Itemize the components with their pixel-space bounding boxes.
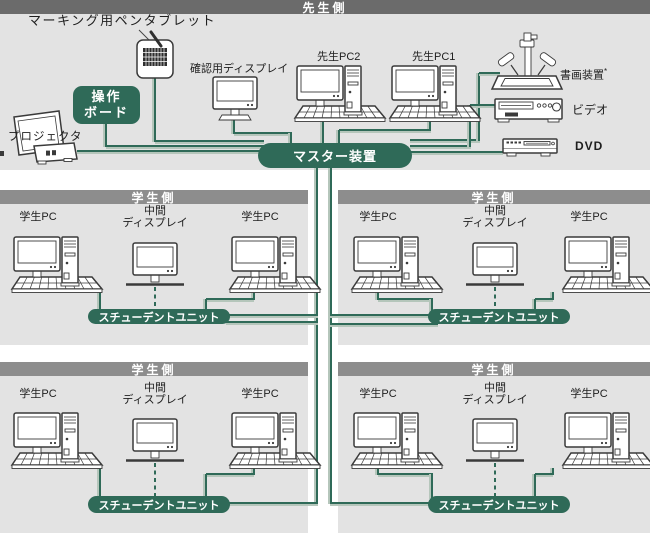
dvd-player-icon (502, 138, 558, 157)
student-pc-right-label-2: 学生PC (241, 388, 279, 400)
student-pc-left-label-1: 学生PC (359, 211, 397, 223)
teacher-pc2-label: 先生PC2 (317, 51, 361, 63)
pen-tablet-icon (136, 29, 174, 79)
student-pc-left-icon-2 (10, 412, 104, 469)
student-unit-label-2: スチューデントユニット (98, 499, 220, 512)
teacher-pc1-icon (388, 65, 482, 122)
student-unit-pill-1: スチューデントユニット (428, 309, 570, 324)
student-pc-right-label-0: 学生PC (241, 211, 279, 223)
doc-camera-footnote-mark: * (604, 67, 608, 76)
student-header-bar-1: 学生側 (338, 190, 650, 205)
projector-label: プロジェクタ (8, 131, 83, 143)
student-header-label-3: 学生側 (471, 362, 517, 377)
dvd-label: DVD (575, 139, 604, 153)
mid-display-label-line1-1: 中間 (483, 205, 506, 217)
student-header-label-0: 学生側 (131, 190, 177, 205)
mid-display-label-line1-3: 中間 (483, 382, 506, 394)
video-label: ビデオ (572, 103, 609, 117)
student-pc-right-label-3: 学生PC (570, 388, 608, 400)
mid-display-label-line2-3: ディスプレイ (462, 394, 528, 406)
mid-display-icon-3 (466, 418, 524, 462)
master-device-label: マスター装置 (292, 149, 377, 164)
student-pc-left-icon-0 (10, 236, 104, 293)
student-unit-pill-3: スチューデントユニット (428, 496, 570, 513)
doc-camera-label: 書画装置* (560, 66, 607, 82)
pen-tablet-label: マーキング用ペンタブレット (28, 13, 217, 28)
student-header-label-2: 学生側 (131, 362, 177, 377)
student-header-bar-0: 学生側 (0, 190, 308, 205)
teacher-pc1-label: 先生PC1 (412, 51, 456, 63)
teacher-header-bar: 先生側 (0, 0, 650, 15)
confirm-display-label: 確認用ディスプレイ (190, 63, 289, 75)
doc-camera-icon (490, 32, 564, 90)
master-device-pill: マスター装置 (258, 143, 412, 168)
mid-display-label-line1-2: 中間 (143, 382, 166, 394)
student-unit-label-3: スチューデントユニット (438, 499, 560, 512)
mid-display-label-1: 中間ディスプレイ (462, 205, 527, 229)
student-unit-pill-0: スチューデントユニット (88, 309, 230, 324)
student-pc-left-icon-3 (350, 412, 444, 469)
operation-board-line1: 操作 (91, 89, 122, 104)
projector-icon (0, 110, 78, 165)
label-leader-line (138, 29, 151, 42)
mid-display-label-line2-1: ディスプレイ (462, 217, 528, 229)
mid-display-label-3: 中間ディスプレイ (462, 382, 527, 406)
student-pc-left-icon-1 (350, 236, 444, 293)
mid-display-icon-0 (126, 242, 184, 286)
mid-display-label-2: 中間ディスプレイ (122, 382, 187, 406)
operation-board-line2: ボード (83, 105, 129, 120)
student-header-bar-2: 学生側 (0, 362, 308, 377)
student-pc-right-label-1: 学生PC (570, 211, 608, 223)
student-header-bar-3: 学生側 (338, 362, 650, 377)
mid-display-label-line2-2: ディスプレイ (122, 394, 188, 406)
operation-board: 操作 ボード (73, 86, 140, 124)
student-pc-left-label-2: 学生PC (19, 388, 57, 400)
student-pc-left-label-3: 学生PC (359, 388, 397, 400)
student-unit-label-1: スチューデントユニット (438, 311, 560, 324)
doc-camera-text: 書画装置 (560, 69, 604, 82)
pen-icon (149, 30, 163, 48)
teacher-header-label: 先生側 (302, 0, 348, 15)
vcr-icon (494, 98, 563, 123)
confirm-display-icon (212, 76, 258, 121)
teacher-pc2-icon (293, 65, 387, 122)
student-pc-right-icon-1 (561, 236, 650, 293)
mid-display-label-0: 中間ディスプレイ (122, 205, 187, 229)
mid-display-icon-2 (126, 418, 184, 462)
mid-display-label-line2-0: ディスプレイ (122, 217, 188, 229)
student-header-label-1: 学生側 (471, 190, 517, 205)
mid-display-icon-1 (466, 242, 524, 286)
student-unit-label-0: スチューデントユニット (98, 311, 220, 324)
student-pc-left-label-0: 学生PC (19, 211, 57, 223)
student-pc-right-icon-2 (228, 412, 322, 469)
student-unit-pill-2: スチューデントユニット (88, 496, 230, 513)
mid-display-label-line1-0: 中間 (143, 205, 166, 217)
student-pc-right-icon-0 (228, 236, 322, 293)
student-pc-right-icon-3 (561, 412, 650, 469)
